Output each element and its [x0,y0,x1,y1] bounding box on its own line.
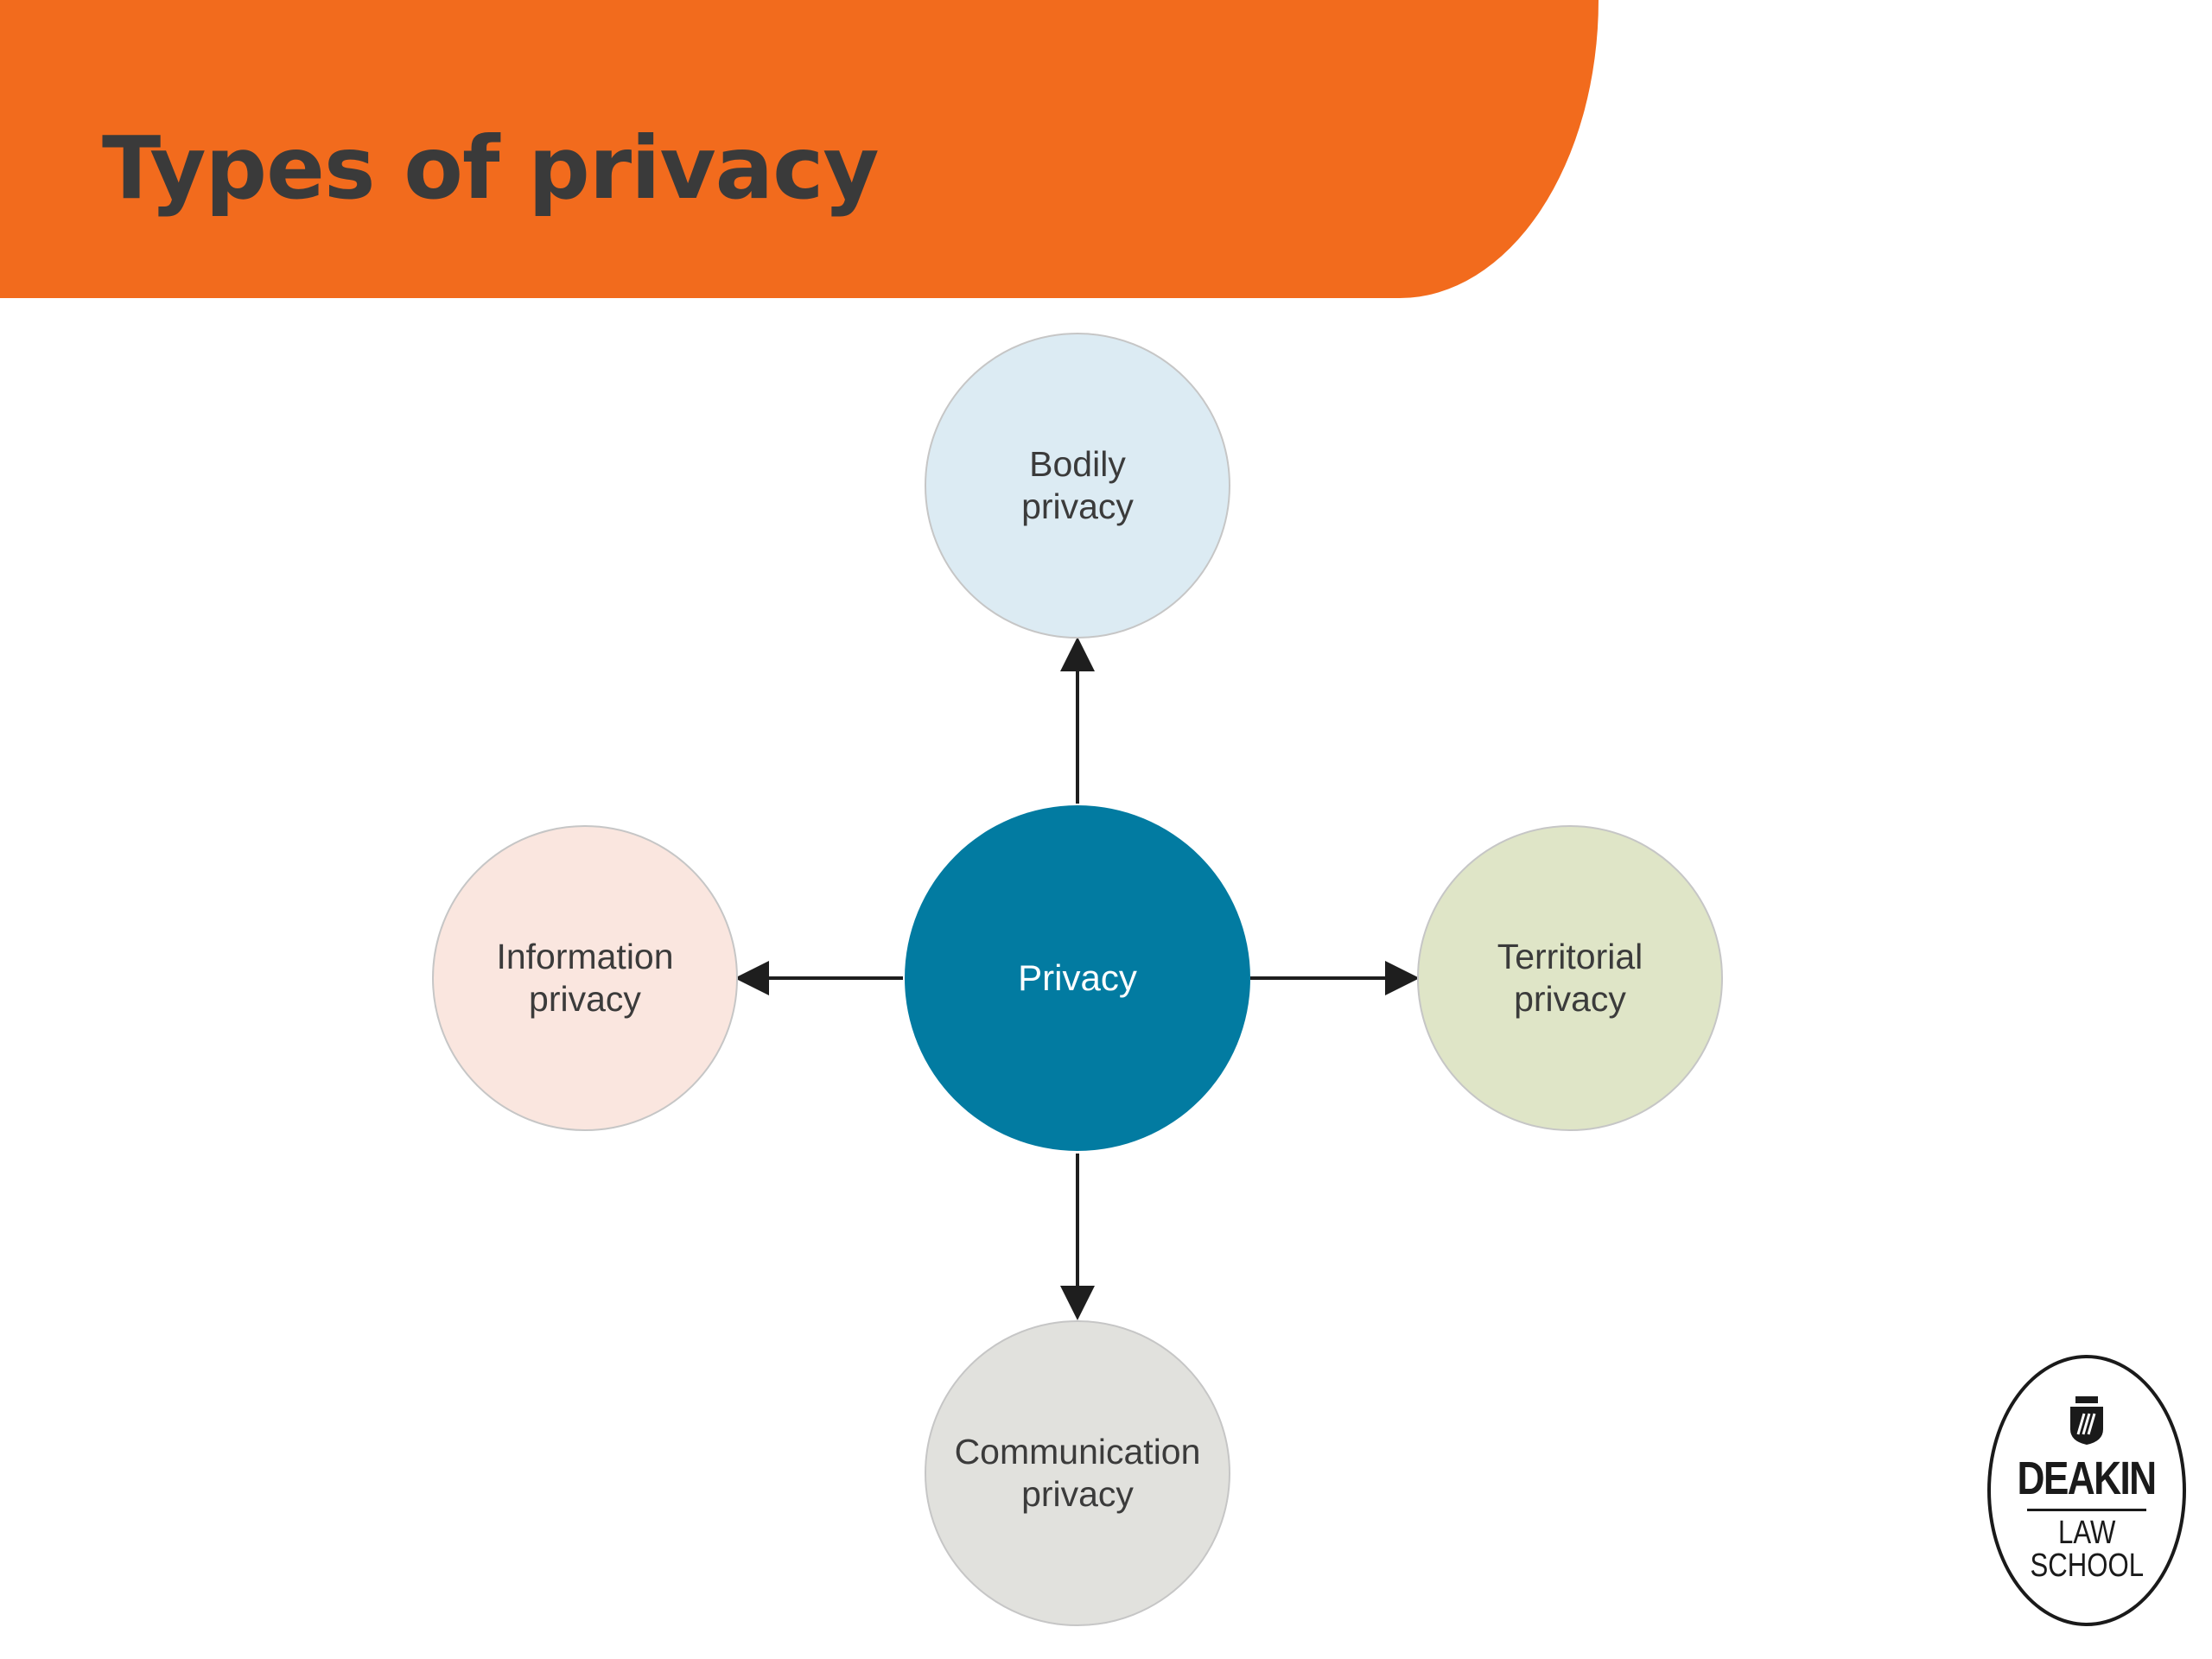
communication-privacy-node: Communication privacy [925,1320,1230,1626]
privacy-node: Privacy [905,805,1250,1151]
bodily-privacy-label: Bodily privacy [1021,443,1134,526]
header-band [0,0,1599,298]
logo-divider [2027,1509,2146,1511]
communication-privacy-label: Communication privacy [954,1431,1201,1514]
territorial-privacy-node: Territorial privacy [1417,825,1723,1131]
deakin-emblem-icon [2070,1396,2103,1445]
privacy-node-label: Privacy [1018,957,1137,998]
deakin-law-school-logo: DEAKIN LAW SCHOOL [1987,1355,2186,1626]
territorial-privacy-label: Territorial privacy [1497,936,1643,1019]
information-privacy-label: Information privacy [496,936,674,1019]
logo-name: DEAKIN [2018,1452,2158,1504]
slide-title: Types of privacy [102,118,880,219]
bodily-privacy-node: Bodily privacy [925,333,1230,639]
information-privacy-node: Information privacy [432,825,738,1131]
logo-subtitle: LAW SCHOOL [2030,1515,2144,1584]
